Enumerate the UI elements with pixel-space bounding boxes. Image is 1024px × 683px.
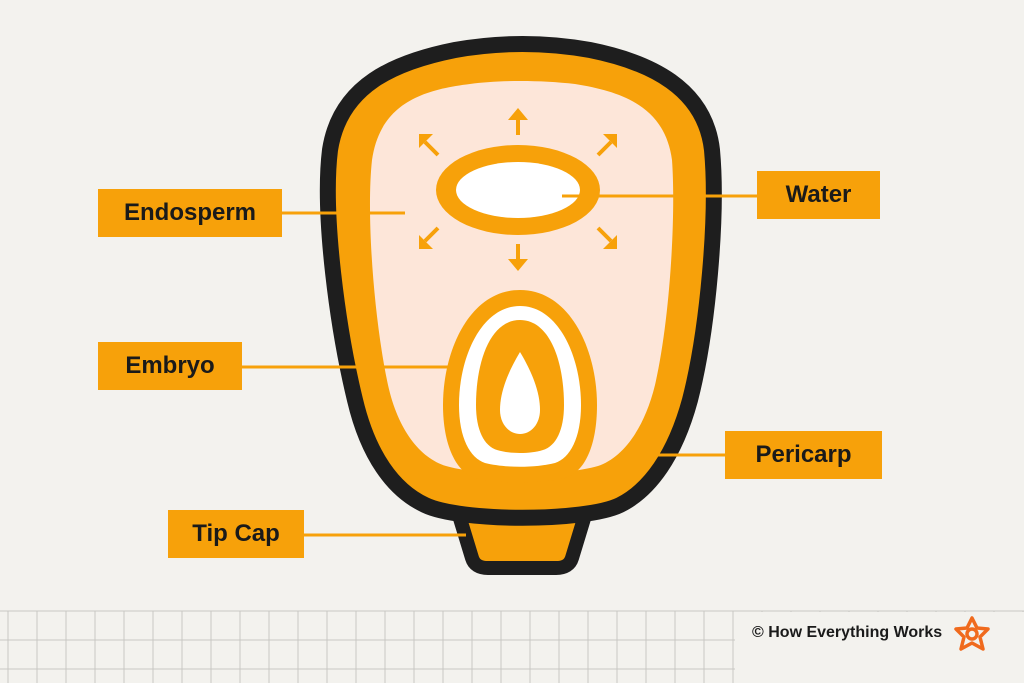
star-flower-logo-icon [954,616,990,651]
embryo-core [500,352,540,434]
endosperm-label: Endosperm [98,189,282,237]
embryo-label: Embryo [98,342,242,390]
water-label: Water [757,171,880,219]
copyright-text: © How Everything Works [752,624,943,641]
water-shape [456,162,580,218]
diffusion-arrows [419,108,617,271]
pericarp-label: Pericarp [725,431,882,479]
tip-cap-label: Tip Cap [168,510,304,558]
